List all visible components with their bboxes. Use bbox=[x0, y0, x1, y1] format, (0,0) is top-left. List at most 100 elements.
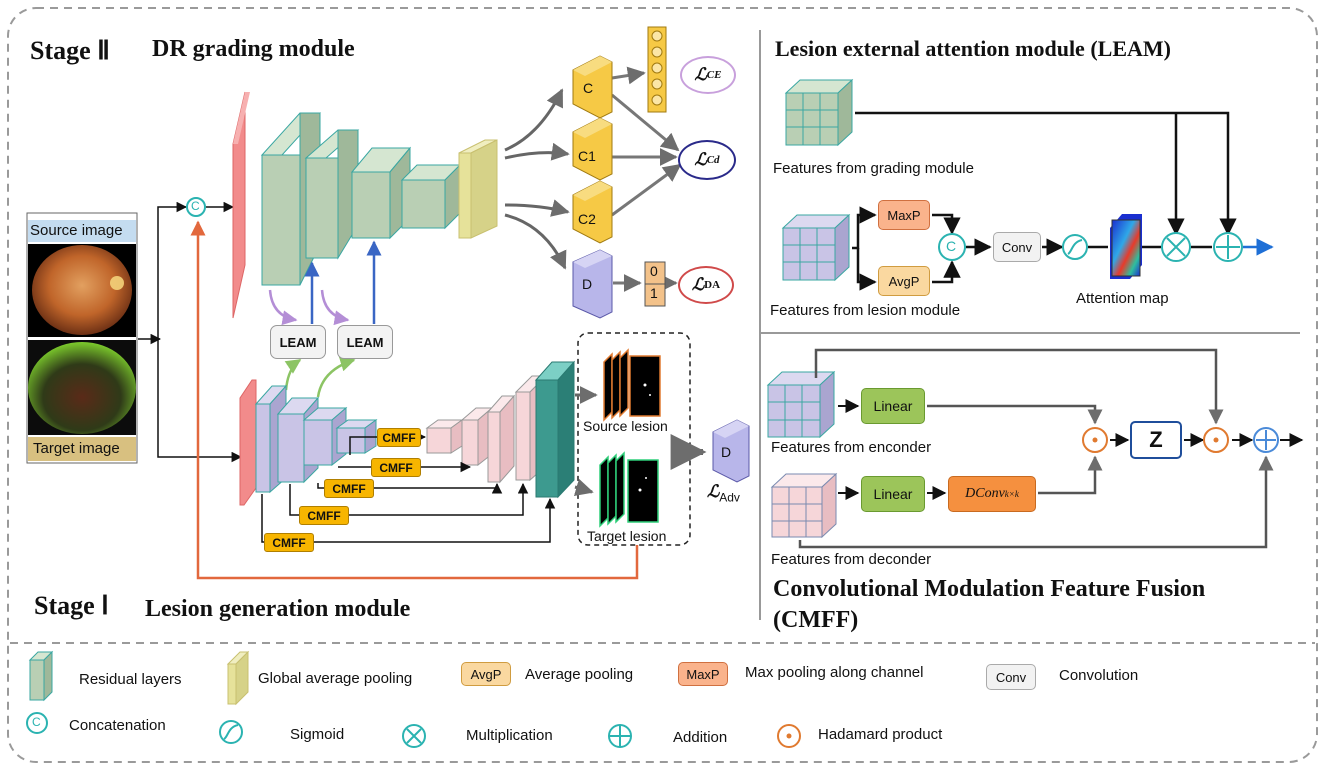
leam-lesion-feature-cube bbox=[781, 213, 851, 282]
legend-sigmoid-icon bbox=[219, 720, 243, 744]
cmff-block-2: CMFF bbox=[371, 458, 421, 477]
legend-conv-label: Convolution bbox=[1059, 667, 1139, 684]
global-average-pooling bbox=[458, 139, 498, 239]
classifier-head-c2 bbox=[572, 180, 613, 244]
cmff-linear-box-2: Linear bbox=[861, 476, 925, 512]
cmff-decoder-feature-cube bbox=[770, 472, 838, 539]
head-c1-label: C1 bbox=[578, 148, 596, 164]
legend-concat-label: Concatenation bbox=[69, 717, 166, 734]
stage1-subtitle: Lesion generation module bbox=[145, 596, 411, 622]
legend-hadamard-icon bbox=[777, 724, 801, 748]
domain-bit-box bbox=[644, 261, 666, 307]
legend-avgp-label: Average pooling bbox=[525, 666, 634, 683]
legend-addition-icon bbox=[608, 724, 632, 748]
skip-connections bbox=[261, 431, 556, 543]
target-fundus-image bbox=[28, 342, 136, 434]
leam-sigmoid-node bbox=[1062, 234, 1088, 260]
cmff-title-line2: (CMFF) bbox=[773, 607, 859, 633]
source-fundus-image bbox=[32, 245, 132, 335]
lesion-network bbox=[239, 360, 576, 506]
domain-bit-1: 1 bbox=[650, 285, 658, 301]
legend-multiplication-icon bbox=[402, 724, 426, 748]
cmff-encoder-feature-cube bbox=[766, 370, 836, 439]
leam-attention-map bbox=[1110, 214, 1142, 279]
classifier-head-c bbox=[572, 55, 613, 119]
leam-grading-feature-cube bbox=[784, 78, 854, 147]
concat-node-label: C bbox=[191, 199, 200, 213]
cmff-z-box: Z bbox=[1130, 421, 1182, 459]
leam-addition-node bbox=[1213, 232, 1243, 262]
source-lesion-label: Source lesion bbox=[583, 418, 668, 434]
leam-title: Lesion external attention module (LEAM) bbox=[775, 36, 1171, 61]
target-lesion-label: Target lesion bbox=[587, 528, 667, 544]
cmff-block-3: CMFF bbox=[324, 479, 374, 498]
source-image-label-bg bbox=[28, 220, 136, 242]
target-image-label: Target image bbox=[33, 440, 120, 457]
leam-attention-map-label: Attention map bbox=[1076, 290, 1169, 307]
leam-maxp-box: MaxP bbox=[878, 200, 930, 230]
leam-block-1: LEAM bbox=[270, 325, 326, 359]
loss-adv: ℒAdv bbox=[707, 482, 740, 505]
cmff-linear-box-1: Linear bbox=[861, 388, 925, 424]
leam-avgp-box: AvgP bbox=[878, 266, 930, 296]
legend-mult-label: Multiplication bbox=[466, 727, 553, 744]
cmff-hadamard-node-1 bbox=[1082, 427, 1108, 453]
classifier-head-c1 bbox=[572, 117, 613, 181]
cmff-decoder-features-label: Features from deconder bbox=[771, 551, 932, 568]
leam-connectors bbox=[852, 111, 1237, 291]
stage2-title: Stage Ⅱ bbox=[30, 36, 110, 65]
cmff-block-4: CMFF bbox=[299, 506, 349, 525]
legend-maxp-label: Max pooling along channel bbox=[745, 664, 924, 681]
leam-multiplication-node bbox=[1161, 232, 1191, 262]
cmff-connectors bbox=[838, 399, 1304, 500]
legend-concat-icon bbox=[26, 712, 48, 734]
head-c2-label: C2 bbox=[578, 211, 596, 227]
cmff-hadamard-node-2 bbox=[1203, 427, 1229, 453]
head-d-label: D bbox=[582, 276, 593, 292]
grading-network bbox=[232, 91, 498, 319]
domain-bit-0: 0 bbox=[650, 263, 658, 279]
legend-conv-tag: Conv bbox=[986, 664, 1036, 690]
lesion-output-layer bbox=[534, 360, 576, 499]
legend-gap-icon bbox=[226, 650, 250, 706]
leam-concat-label: C bbox=[946, 238, 957, 254]
stage2-subtitle: DR grading module bbox=[152, 36, 355, 62]
lesion-feedback-path bbox=[190, 220, 639, 580]
leam-concat-node bbox=[938, 233, 966, 261]
cmff-grey-paths bbox=[798, 348, 1274, 549]
leam-grading-features-label: Features from grading module bbox=[773, 160, 974, 177]
decoder-block-3 bbox=[486, 394, 516, 484]
outer-frame bbox=[7, 7, 1318, 763]
encoder-block-4 bbox=[335, 419, 378, 454]
legend-gap-label: Global average pooling bbox=[258, 670, 413, 687]
legend-add-label: Addition bbox=[673, 729, 728, 746]
leam-conv-box: Conv bbox=[993, 232, 1041, 262]
adv-discriminator-label: D bbox=[721, 444, 732, 460]
legend-hadamard-label: Hadamard product bbox=[818, 726, 943, 743]
legend-concat-symbol: C bbox=[32, 715, 41, 729]
target-lesion-maps bbox=[599, 451, 659, 528]
leam-lesion-features-label: Features from lesion module bbox=[770, 302, 961, 319]
discriminator-head-d bbox=[572, 249, 613, 319]
target-image-label-bg bbox=[28, 437, 136, 461]
residual-block-3 bbox=[350, 146, 412, 240]
leam-block-2: LEAM bbox=[337, 325, 393, 359]
legend-avgp-tag: AvgP bbox=[461, 662, 511, 686]
residual-block-4 bbox=[400, 163, 462, 230]
cmff-title-line1: Convolutional Modulation Feature Fusion bbox=[773, 576, 1206, 602]
cmff-encoder-features-label: Features from enconder bbox=[771, 439, 932, 456]
class-probability-vector bbox=[647, 26, 667, 113]
concat-node bbox=[186, 197, 206, 217]
legend-sigmoid-label: Sigmoid bbox=[290, 726, 345, 743]
source-image-label: Source image bbox=[30, 222, 123, 239]
cmff-addition-node bbox=[1253, 427, 1279, 453]
cmff-block-5: CMFF bbox=[264, 533, 314, 552]
lesion-output-frame bbox=[577, 332, 691, 546]
adversarial-discriminator bbox=[712, 419, 750, 483]
head-c-label: C bbox=[583, 80, 594, 96]
source-lesion-maps bbox=[603, 348, 661, 422]
